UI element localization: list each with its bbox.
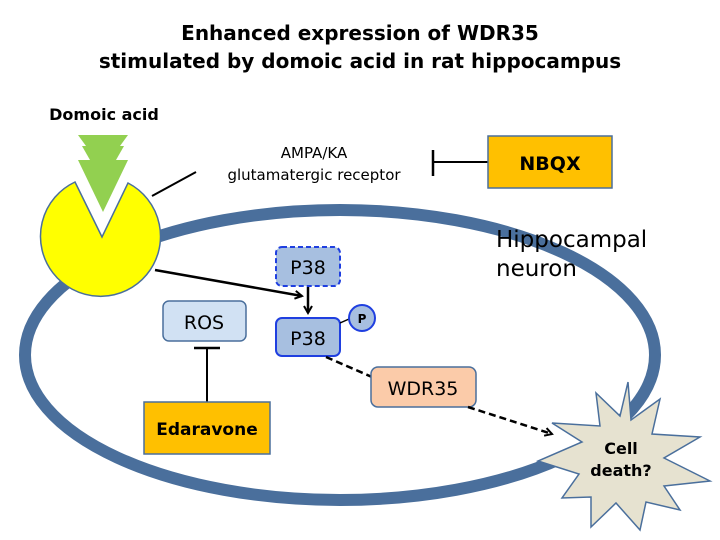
edaravone-label: Edaravone — [156, 420, 258, 440]
nbqx-inhibition-edge — [431, 150, 488, 176]
cell-death-node: Cell death? — [535, 381, 713, 532]
ros-node: ROS — [162, 300, 247, 342]
p38-inactive-node: P38 — [275, 246, 341, 287]
ros-label: ROS — [184, 312, 224, 334]
phosphate-bond — [339, 318, 350, 324]
domoic-acid-label: Domoic acid — [49, 105, 159, 124]
cell-death-label-line-1: Cell — [604, 439, 638, 458]
p38-active-label: P38 — [290, 328, 326, 350]
arrow-down-icon — [78, 135, 128, 212]
receptor-label-line-2: glutamatergic receptor — [227, 166, 401, 184]
wdr35-to-cell-death-arrow — [467, 405, 552, 434]
title-line-2: stimulated by domoic acid in rat hippoca… — [99, 49, 621, 73]
neuron-label-line-1: Hippocampal — [496, 227, 647, 253]
phosphate-label: P — [358, 312, 367, 326]
phosphate-node: P — [348, 304, 376, 332]
nbqx-label: NBQX — [519, 153, 581, 175]
cell-death-label-line-2: death? — [590, 461, 651, 480]
p38-active-node: P38 — [275, 317, 341, 357]
receptor-shape — [39, 181, 162, 298]
wdr35-label: WDR35 — [388, 378, 459, 400]
neuron-membrane — [19, 204, 661, 506]
starburst-icon — [535, 381, 713, 532]
neuron-label-line-2: neuron — [496, 256, 577, 282]
edaravone-node: Edaravone — [143, 401, 271, 455]
wdr35-node: WDR35 — [370, 366, 477, 408]
p38-inactive-label: P38 — [290, 257, 326, 279]
receptor-label-line-1: AMPA/KA — [281, 144, 348, 162]
edaravone-inhibition-edge — [194, 346, 220, 402]
p38-to-wdr35-edge — [325, 355, 373, 379]
nbqx-node: NBQX — [487, 135, 613, 189]
receptor-callout-line — [151, 171, 197, 197]
title-line-1: Enhanced expression of WDR35 — [181, 21, 539, 45]
receptor-to-p38-arrow — [154, 268, 302, 296]
